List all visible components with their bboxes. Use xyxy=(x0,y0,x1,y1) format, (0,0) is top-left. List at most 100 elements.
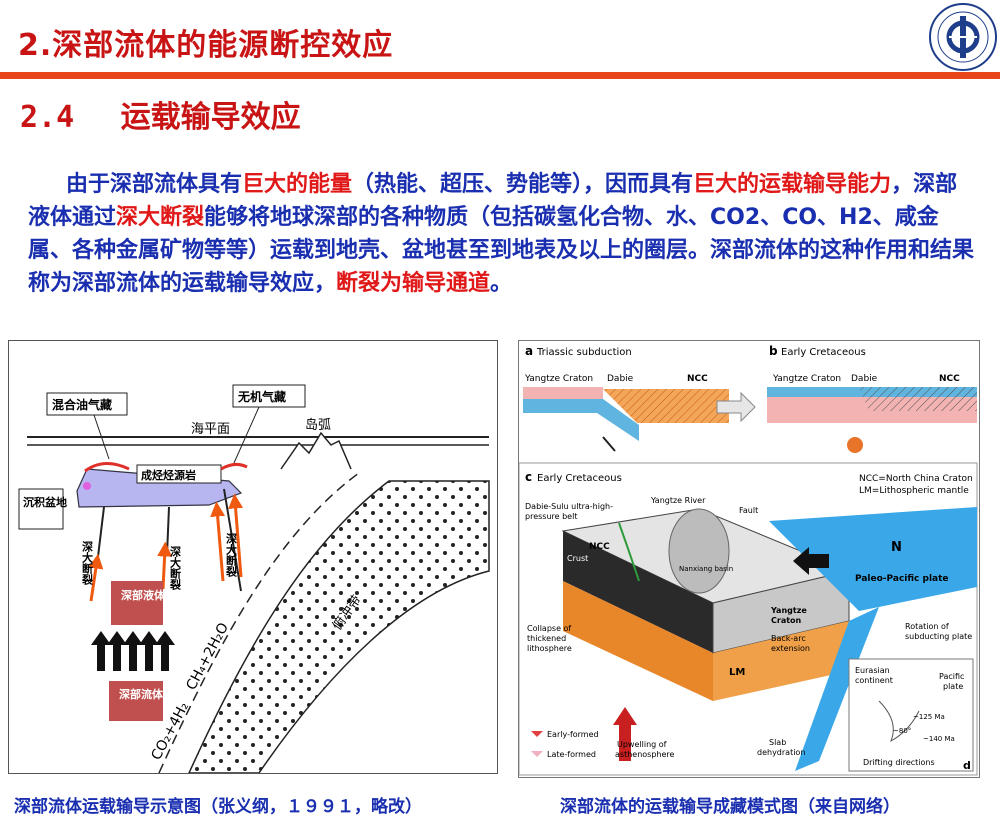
slab-label-1: Slab xyxy=(769,738,786,747)
section-title: 2.4 运载输导效应 xyxy=(20,92,301,136)
crust-label: Crust xyxy=(567,554,588,563)
panel-b-title: Early Cretaceous xyxy=(781,347,866,358)
gas-dot xyxy=(83,482,91,490)
ncc-block-label: NCC xyxy=(589,542,610,552)
panel-a-ncc: NCC xyxy=(687,374,708,384)
panel-a-crust xyxy=(523,387,603,399)
craton-label: Craton xyxy=(771,616,802,625)
hydrocarbon-rock-label: 成烃烃源岩 xyxy=(141,468,196,482)
mixed-gas-reservoir-mark xyxy=(84,462,130,473)
inset-map xyxy=(848,658,974,772)
eurasian-label-2: continent xyxy=(855,676,893,685)
panel-b-letter: b xyxy=(769,344,778,358)
fault-label: Fault xyxy=(739,506,758,515)
fault-line-3 xyxy=(223,488,242,592)
island-arc-shape xyxy=(280,431,352,470)
para-highlight-4: 断裂为输导通道 xyxy=(336,271,491,296)
body-paragraph: 由于深部流体具有巨大的能量（热能、超压、势能等），因而具有巨大的运载输导能力，深… xyxy=(28,168,978,300)
drifting-label: Drifting directions xyxy=(863,758,935,767)
extension-label: extension xyxy=(771,644,810,653)
fault-label-1: 深大断裂 xyxy=(81,540,95,586)
para-highlight-2: 巨大的运载输导能力 xyxy=(693,172,892,197)
para-text-2: （热能、超压、势能等），因而具有 xyxy=(352,172,694,197)
collapse-label-1: Collapse of xyxy=(527,624,571,633)
panel-c-title: Early Cretaceous xyxy=(537,473,622,484)
yangtze-river-label: Yangtze River xyxy=(650,496,706,505)
panel-a-letter: a xyxy=(525,344,533,358)
upwelling-arrow xyxy=(613,707,637,761)
panel-c-letter: c xyxy=(525,470,532,484)
inorganic-gas-label: 无机气藏 xyxy=(237,389,286,404)
pacific-label-2: plate xyxy=(943,682,963,691)
rotation-label-1: Rotation of xyxy=(905,622,949,631)
flow-arrow-4 xyxy=(228,493,244,578)
basin-label: 沉积盆地 xyxy=(23,495,67,509)
deep-liquid-box xyxy=(111,581,163,625)
nanxiang-basin-area xyxy=(668,508,730,594)
fault-line-1 xyxy=(96,506,105,566)
panel-b-yangtze: Yangtze Craton xyxy=(772,374,841,384)
panel-b-ncc: NCC xyxy=(939,374,960,384)
mixed-gas-pointer xyxy=(93,414,110,460)
panel-a-title: Triassic subduction xyxy=(536,347,632,358)
flow-arrow-1 xyxy=(88,553,104,602)
late-formed-icon xyxy=(531,751,543,757)
legend-ncc: NCC=North China Craton xyxy=(859,474,973,484)
pacific-label-1: Pacific xyxy=(939,672,964,681)
panel-b-magma xyxy=(847,437,863,453)
paleo-pacific-label: Paleo-Pacific plate xyxy=(855,574,949,584)
section-heading: 运载输导效应 xyxy=(120,100,301,135)
header-divider xyxy=(0,72,1000,79)
inorganic-gas-pointer xyxy=(233,406,260,464)
paleo-pacific-plate xyxy=(769,507,977,611)
para-highlight-1: 巨大的能量 xyxy=(242,172,353,197)
eurasian-label-1: Eurasian xyxy=(855,666,890,675)
yangtze-river-line xyxy=(618,522,640,582)
collapse-label-2: thickened xyxy=(527,634,566,643)
upwelling-label-2: asthenosphere xyxy=(615,750,675,759)
para-highlight-3: 深大断裂 xyxy=(116,205,205,230)
panel-b-ncc-block xyxy=(859,387,977,411)
section-number: 2.4 xyxy=(20,100,75,135)
lm-label: LM xyxy=(729,667,745,678)
mixed-gas-box xyxy=(46,392,128,416)
dabie-sulu-label-1: Dabie-Sulu ultra-high- xyxy=(525,502,613,511)
subducting-slab xyxy=(795,607,879,771)
sea-level-label: 海平面 xyxy=(191,422,230,437)
inorganic-gas-reservoir-mark xyxy=(220,462,248,471)
legend-lm: LM=Lithospheric mantle xyxy=(859,486,969,496)
deep-fluid-label: 深部流体 xyxy=(119,687,164,701)
right-figure: a Triassic subduction Yangtze Craton Dab… xyxy=(518,340,980,778)
inorganic-gas-box xyxy=(232,384,306,408)
upwelling-label-1: Upwelling of xyxy=(617,740,667,749)
para-text-5: 。 xyxy=(490,271,513,296)
block-crust-face xyxy=(563,531,713,653)
early-formed-label: Early-formed xyxy=(547,730,599,739)
flow-arrow-3 xyxy=(210,501,226,582)
inset-coastline xyxy=(878,700,920,743)
slab-label-2: dehydration xyxy=(757,748,805,757)
north-mark: N xyxy=(891,540,902,555)
header-title: 2.深部流体的能源断控效应 xyxy=(18,28,394,63)
panel-b-dabie: Dabie xyxy=(851,374,878,384)
nanxiang-label: Nanxiang basin xyxy=(679,565,733,573)
subduction-slab xyxy=(187,480,490,774)
university-logo xyxy=(929,3,997,71)
para-text-3: ，深部液体通过 xyxy=(28,172,958,230)
mixed-gas-label: 混合油气藏 xyxy=(52,397,112,412)
fault-label-2: 深大断裂 xyxy=(169,545,183,591)
upward-arrows xyxy=(91,631,175,671)
panel-a-arrow xyxy=(602,436,616,452)
para-text-1: 由于深部流体具有 xyxy=(66,172,243,197)
ma-125-label: ~125 Ma xyxy=(913,713,945,721)
deep-fluid-box xyxy=(109,681,163,721)
plate-motion-arrow xyxy=(793,547,829,575)
block-lm-face xyxy=(563,581,713,701)
ma-140-label: ~140 Ma xyxy=(923,735,955,743)
dabie-sulu-label-2: pressure belt xyxy=(525,512,577,521)
early-formed-icon xyxy=(531,731,543,737)
hydrocarbon-rock-box xyxy=(136,464,222,484)
fault-label-3: 深大断裂 xyxy=(225,532,239,578)
para-text-4: 能够将地球深部的各种物质（包括碳氢化合物、水、CO2、CO、H2、咸金属、各种金… xyxy=(28,205,975,296)
right-diagram: a Triassic subduction Yangtze Craton Dab… xyxy=(518,341,978,776)
